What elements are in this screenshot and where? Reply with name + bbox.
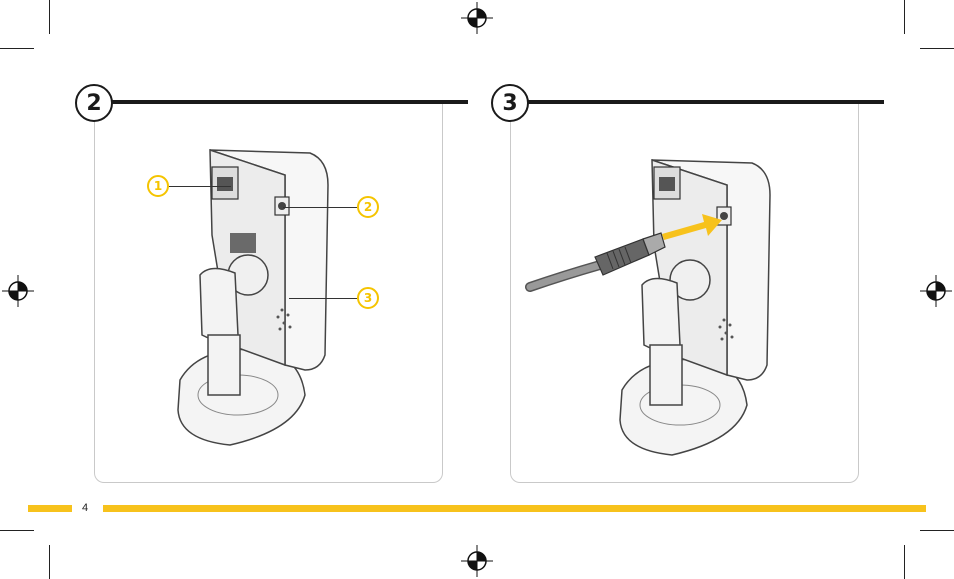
crop-mark-br-v xyxy=(904,545,905,579)
step-3-header-rule xyxy=(516,100,884,104)
callout-2: 2 xyxy=(357,196,379,218)
crop-mark-br-h xyxy=(920,530,954,531)
camera-illustration xyxy=(170,145,340,455)
insert-arrow-icon xyxy=(660,210,724,246)
callout-3: 3 xyxy=(357,287,379,309)
registration-mark-icon xyxy=(918,273,954,309)
crop-mark-tr-v xyxy=(904,0,905,34)
step-3-number: 3 xyxy=(491,84,529,122)
crop-mark-tl-h xyxy=(0,48,34,49)
registration-mark-icon xyxy=(459,0,495,36)
callout-3-leader xyxy=(289,298,357,299)
crop-mark-bl-v xyxy=(49,545,50,579)
crop-mark-tl-v xyxy=(49,0,50,34)
registration-mark-icon xyxy=(0,273,36,309)
callout-2-leader xyxy=(283,207,357,208)
camera-illustration xyxy=(612,155,782,465)
callout-1: 1 xyxy=(147,175,169,197)
step-2-header-rule xyxy=(100,100,468,104)
registration-mark-icon xyxy=(459,543,495,579)
crop-mark-tr-h xyxy=(920,48,954,49)
footer-bar-right xyxy=(103,505,926,512)
page-number: 4 xyxy=(82,502,88,514)
step-2-number: 2 xyxy=(75,84,113,122)
crop-mark-bl-h xyxy=(0,530,34,531)
callout-1-leader xyxy=(169,186,231,187)
power-cable-illustration xyxy=(525,225,675,305)
footer-bar-left xyxy=(28,505,72,512)
